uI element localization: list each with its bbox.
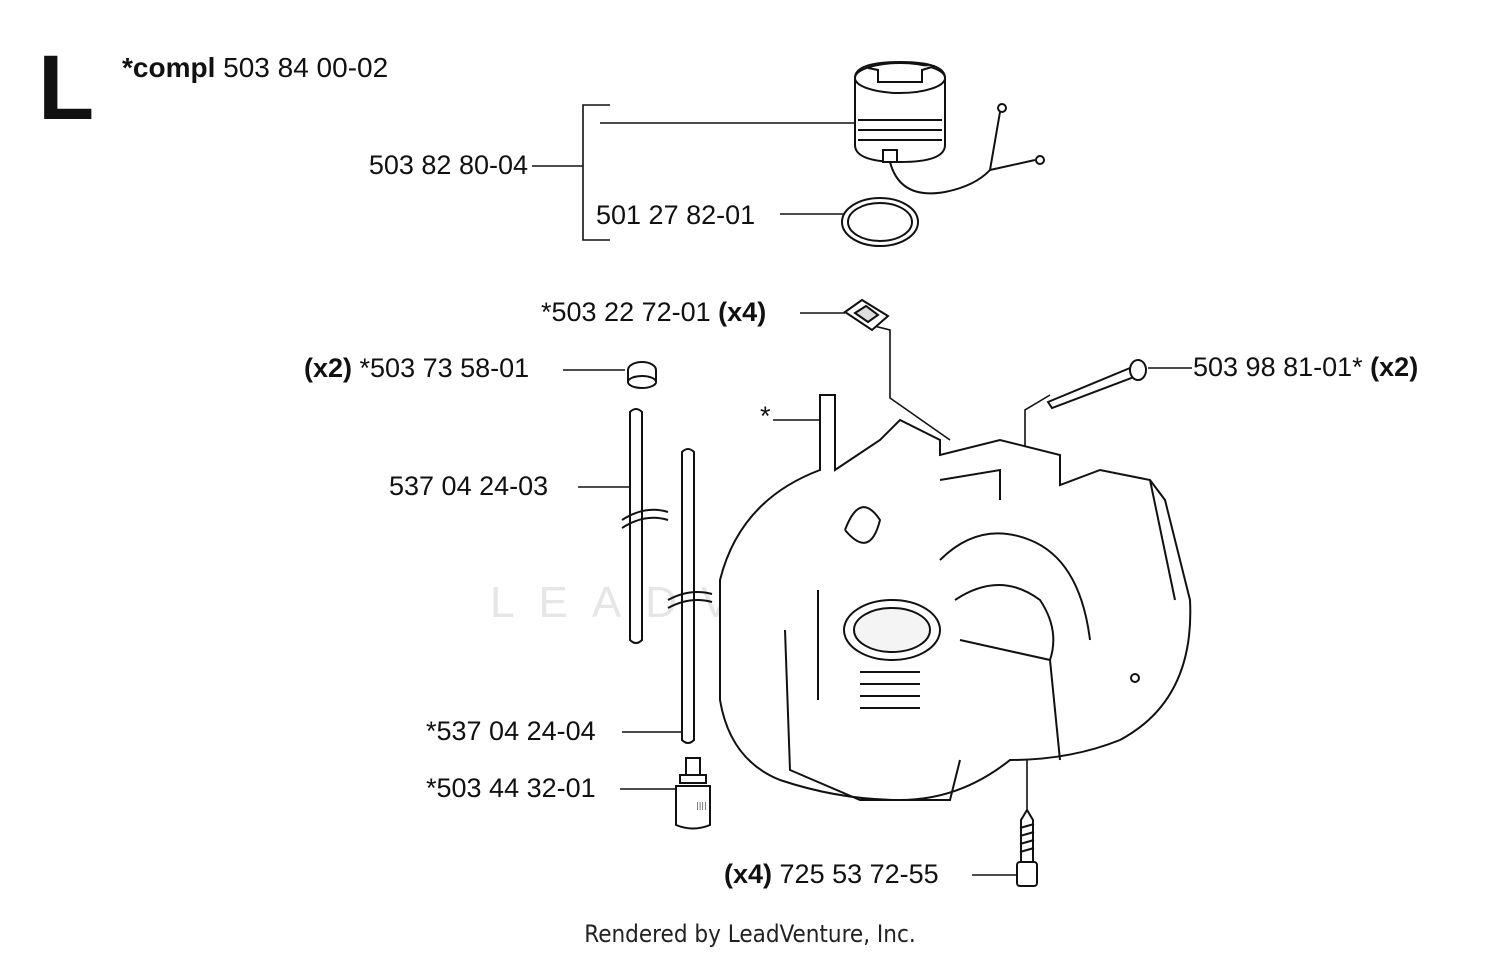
screw-qty: (x4) (724, 859, 773, 889)
long-bolt-icon[interactable] (1046, 359, 1147, 410)
fuel-hose-a-icon[interactable] (621, 408, 669, 644)
section-letter: L (38, 37, 95, 139)
part-label-grommet[interactable]: (x2) *503 73 58-01 (304, 355, 529, 382)
part-label-oring[interactable]: 501 27 82-01 (596, 200, 756, 230)
screw-icon[interactable] (1016, 808, 1038, 887)
part-label-cap-assembly[interactable]: 503 82 80-04 (368, 150, 528, 180)
fuel-cap-icon[interactable] (854, 60, 946, 164)
assembly-prefix: *compl (122, 52, 216, 83)
clip-icon[interactable] (843, 298, 890, 332)
part-label-clip[interactable]: *503 22 72-01 (x4) (541, 299, 766, 326)
assembly-label: *compl 503 84 00-02 (122, 54, 388, 82)
fuel-tank-icon[interactable] (719, 394, 1192, 802)
grommet-number: *503 73 58-01 (359, 353, 530, 383)
o-ring-icon[interactable] (841, 197, 919, 247)
part-label-tank[interactable]: * (760, 401, 771, 431)
grommet-icon[interactable] (627, 361, 657, 389)
leader-clip-tank (869, 324, 951, 441)
footer-credit: Rendered by LeadVenture, Inc. (584, 920, 916, 948)
clip-number: *503 22 72-01 (541, 297, 711, 327)
screw-number: 725 53 72-55 (779, 859, 939, 889)
part-label-bolt[interactable]: 503 98 81-01* (x2) (1193, 354, 1418, 381)
part-label-filter[interactable]: *503 44 32-01 (426, 773, 596, 803)
svg-text:||||: |||| (696, 801, 707, 810)
part-label-hose-a[interactable]: 537 04 24-03 (389, 471, 549, 501)
grommet-qty: (x2) (304, 353, 353, 383)
fuel-hose-b-icon[interactable] (667, 448, 713, 744)
assembly-number[interactable]: 503 84 00-02 (223, 52, 389, 83)
part-label-screw[interactable]: (x4) 725 53 72-55 (724, 861, 939, 888)
bolt-number: 503 98 81-01* (1193, 352, 1363, 382)
bolt-qty: (x2) (1370, 352, 1419, 382)
part-label-hose-b[interactable]: *537 04 24-04 (426, 716, 596, 746)
clip-qty: (x4) (718, 297, 767, 327)
cap-lanyard-icon (889, 103, 1045, 195)
cap-bracket (582, 104, 610, 241)
fuel-filter-icon[interactable]: |||| (675, 757, 711, 830)
